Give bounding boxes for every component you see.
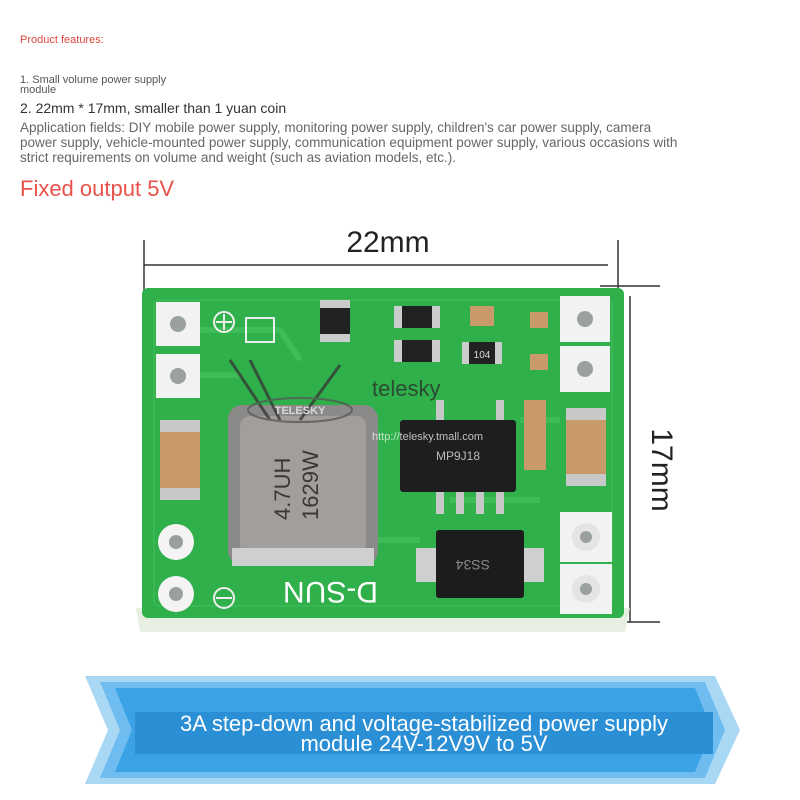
product-banner: 3A step-down and voltage-stabilized powe…: [135, 711, 713, 756]
banner-line-2: module 24V-12V9V to 5V: [300, 731, 548, 756]
diode-marking: SS34: [456, 557, 490, 573]
left-pads: [156, 302, 235, 612]
right-pads: [560, 296, 612, 614]
watermark: TELESKY telesky http://telesky.tmall.com: [228, 359, 483, 443]
inductor: 4.7UH 1629W: [228, 405, 378, 566]
application-fields: Application fields: DIY mobile power sup…: [20, 120, 678, 165]
banner-line-1: 3A step-down and voltage-stabilized powe…: [180, 711, 668, 736]
feature-dimension-note: 2. 22mm * 17mm, smaller than 1 yuan coin: [20, 100, 287, 116]
inductor-code: 1629W: [298, 450, 323, 520]
silk-brand: D-SUN: [283, 575, 378, 608]
chip-marking: MP9J18: [436, 449, 480, 463]
inductor-value: 4.7UH: [270, 458, 295, 520]
height-label: 17mm: [645, 428, 678, 511]
height-dimension: 17mm: [600, 285, 678, 623]
watermark-logo: TELESKY: [275, 405, 326, 417]
features-heading: Product features:: [20, 34, 104, 46]
regulator-chip: MP9J18: [400, 400, 516, 514]
fixed-output-label: Fixed output 5V: [20, 176, 175, 201]
watermark-brand: telesky: [372, 376, 440, 401]
resistors: 104: [320, 300, 502, 364]
watermark-url: http://telesky.tmall.com: [372, 431, 483, 443]
schottky-diode: SS34: [416, 530, 544, 598]
resistor-code: 104: [474, 350, 491, 361]
pcb-board: [142, 288, 624, 618]
feature-size-note: 1. Small volume power supply module: [20, 74, 167, 96]
width-label: 22mm: [346, 226, 429, 259]
capacitors: [160, 306, 606, 500]
